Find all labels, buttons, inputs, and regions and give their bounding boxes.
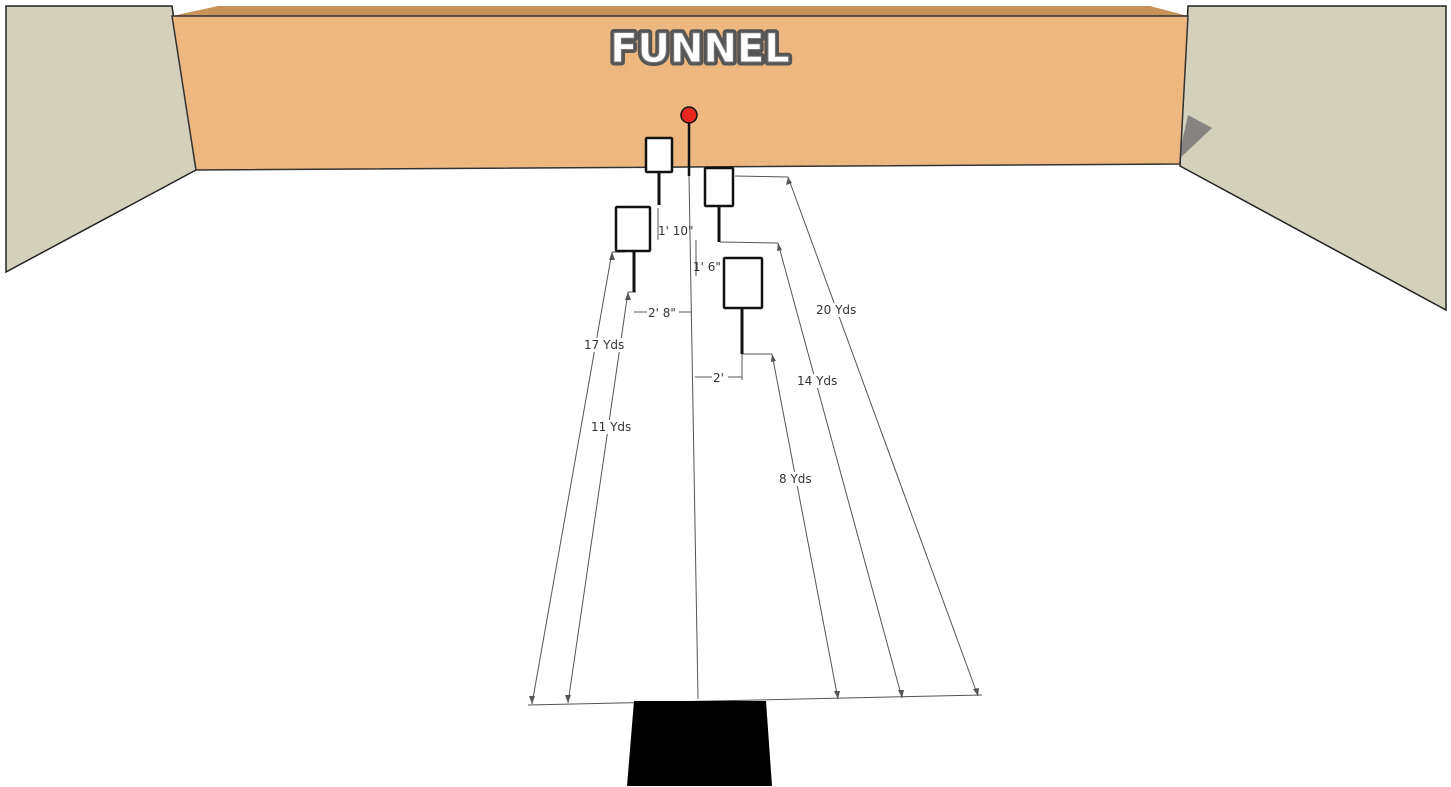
dim-line-14yds xyxy=(777,242,903,699)
label-17yds: 17 Yds xyxy=(584,338,624,352)
arrow-20-top xyxy=(786,177,792,185)
paper-target-near-right xyxy=(722,256,764,354)
title-outline: FUNNEL xyxy=(610,26,790,72)
arrow-8-top xyxy=(771,354,776,362)
paper-target-icon xyxy=(722,256,764,310)
paper-target-far-right xyxy=(703,166,735,242)
label-11yds: 11 Yds xyxy=(591,420,631,434)
baseline xyxy=(527,694,983,706)
backstop-top xyxy=(172,6,1188,16)
backstop-wall xyxy=(171,15,1189,171)
arrow-11-bottom xyxy=(565,695,571,703)
label-2ft: 2' xyxy=(713,371,724,385)
arrow-20-bottom xyxy=(973,688,979,696)
dim-line-17yds xyxy=(531,251,613,705)
ext-20yds xyxy=(734,175,789,178)
arrow-17-bottom xyxy=(529,696,535,704)
dim-line-11yds xyxy=(567,291,629,704)
paper-target-icon xyxy=(644,136,674,174)
shooting-box xyxy=(627,701,772,786)
dim-line-8yds xyxy=(771,353,839,700)
label-14yds: 14 Yds xyxy=(797,374,837,388)
dimension-labels: 17 Yds 11 Yds 20 Yds 14 Yds 8 Yds 1' 10"… xyxy=(583,224,857,486)
label-1ft10in: 1' 10" xyxy=(658,224,694,238)
label-8yds: 8 Yds xyxy=(779,472,812,486)
arrow-11-top xyxy=(625,292,631,300)
arrow-17-top xyxy=(609,252,615,260)
label-2ft8in: 2' 8" xyxy=(648,306,676,320)
dimension-arrows xyxy=(529,177,979,704)
arrow-14-bottom xyxy=(898,690,904,698)
dimension-lines xyxy=(527,175,983,706)
red-circle-target-icon xyxy=(680,106,698,124)
arrow-8-bottom xyxy=(834,691,840,699)
arrow-14-top xyxy=(777,243,782,251)
dim-line-20yds xyxy=(787,176,979,697)
label-1ft6in: 1' 6" xyxy=(693,260,721,274)
center-line xyxy=(688,175,699,700)
paper-target-mid-left xyxy=(614,205,652,292)
title: FUNNEL xyxy=(610,26,790,72)
wall-shadow xyxy=(1178,115,1212,160)
paper-target-icon xyxy=(614,205,652,253)
label-20yds: 20 Yds xyxy=(816,303,856,317)
paper-target-icon xyxy=(703,166,735,208)
ext-14yds xyxy=(719,241,779,244)
paper-target-far-left xyxy=(644,136,674,205)
steel-target-center xyxy=(680,106,698,176)
